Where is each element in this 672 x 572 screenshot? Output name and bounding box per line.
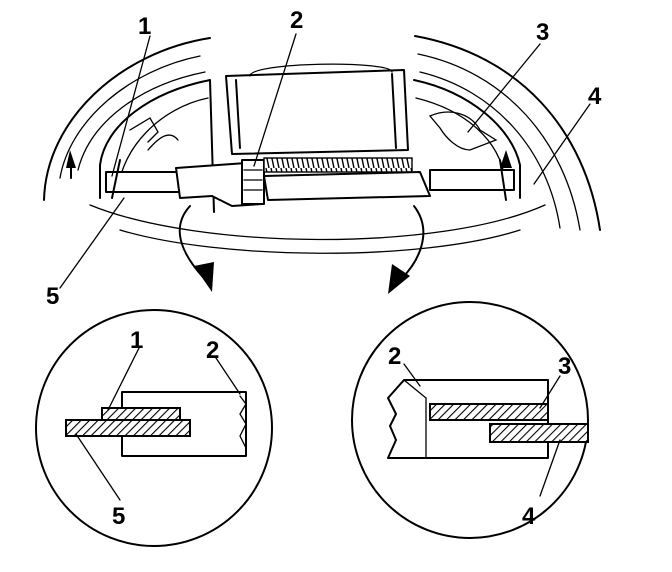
right-detail-view: 2 3 4: [351, 301, 589, 539]
callout-right-2: 2: [388, 343, 401, 370]
callout-left-1: 1: [130, 327, 143, 354]
callout-right-4: 4: [522, 503, 536, 530]
leader-left-5: [75, 433, 121, 501]
wheel-cylinder: [225, 63, 409, 155]
callout-left-5: 5: [112, 503, 125, 530]
backing-plate-arcs: [43, 35, 601, 254]
adjuster-screw-assembly: [66, 150, 515, 207]
callout-top-5: 5: [46, 283, 59, 310]
right-detail-adjuster-pin: [429, 403, 549, 421]
leader-top-4: [533, 103, 591, 185]
leader-right-2: [403, 363, 421, 387]
leader-left-1: [107, 345, 141, 411]
right-detail-circle: [351, 301, 589, 539]
brake-assembly-view: 1 2 3 4 5: [43, 7, 602, 310]
callout-top-3: 3: [536, 19, 549, 46]
callout-top-1: 1: [138, 13, 151, 40]
leader-right-3: [539, 375, 561, 409]
left-detail-shoe-web: [65, 419, 191, 437]
callout-top-2: 2: [290, 7, 303, 34]
left-detail-view: 1 2 5: [35, 309, 273, 547]
detail-arrows: [178, 205, 425, 294]
right-detail-shoe-web: [489, 423, 589, 443]
leader-right-4: [539, 439, 561, 497]
leader-top-5: [59, 197, 125, 289]
callout-right-3: 3: [558, 353, 571, 380]
leader-left-2: [215, 357, 241, 395]
callout-left-2: 2: [206, 337, 219, 364]
callout-top-4: 4: [588, 83, 602, 110]
leader-top-3: [467, 43, 541, 133]
leader-top-1: [111, 35, 151, 177]
leader-top-2: [253, 33, 297, 167]
left-detail-circle: [35, 309, 273, 547]
